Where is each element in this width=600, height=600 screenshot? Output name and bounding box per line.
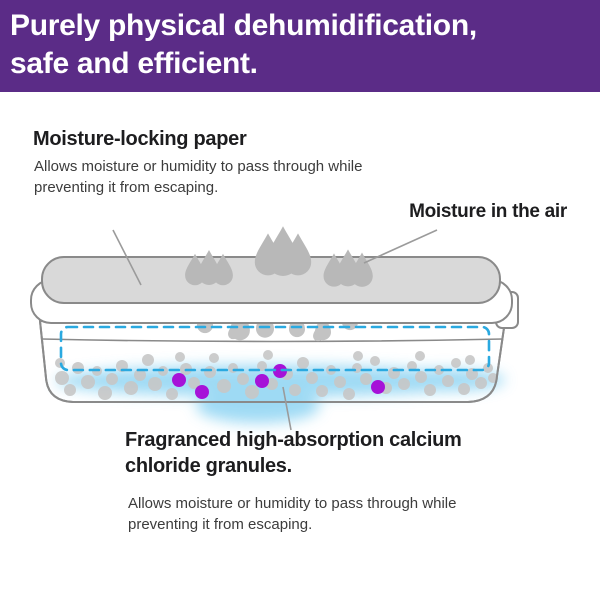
granule [188,377,200,389]
description-line: Allows moisture or humidity to pass thro… [128,495,457,512]
description-line: preventing it from escaping. [34,179,219,196]
granule [442,375,454,387]
granule [98,386,112,400]
granule [289,384,301,396]
pointer-line [363,229,438,264]
description-line: Allows moisture or humidity to pass thro… [34,158,363,175]
banner-title-line1: Purely physical dehumidification, [10,9,477,42]
active-granule [195,385,209,399]
granule [72,362,84,374]
pointer-line [112,229,142,286]
banner: Purely physical dehumidification, safe a… [0,0,600,92]
granule [204,366,216,378]
granule [64,384,76,396]
granule [148,377,162,391]
granule [398,378,410,390]
granule [353,351,363,361]
granule [209,353,219,363]
description-line: preventing it from escaping. [128,516,313,533]
active-granule-layer [172,364,385,399]
granule [415,351,425,361]
granule [475,377,487,389]
granule [458,383,470,395]
water-drop-icon [284,233,312,276]
granule [106,373,118,385]
granules-description: Allows moisture or humidity to pass thro… [128,493,456,535]
granule [237,373,249,385]
active-granule [255,374,269,388]
granule [424,384,436,396]
granule [263,350,273,360]
granule [343,388,355,400]
granule [352,363,362,373]
heading-line: Fragranced high-absorption calcium [125,429,462,451]
granule [415,371,427,383]
water-drop-icon [351,252,373,287]
moisture-locking-paper-heading: Moisture-locking paper [33,128,247,150]
active-granule [371,380,385,394]
lid-droplets [185,226,373,287]
moisture-in-air-heading: Moisture in the air [409,201,567,222]
water-drop-icon [288,311,306,338]
granule [175,352,185,362]
banner-title-line2: safe and efficient. [10,47,258,80]
granule [142,354,154,366]
granule [228,363,238,373]
granule [334,376,346,388]
granule [245,385,259,399]
granule [370,356,380,366]
granule [134,369,146,381]
heading-line: chloride granules. [125,455,292,477]
granule [316,385,328,397]
granule [306,372,318,384]
moisture-locking-paper-description: Allows moisture or humidity to pass thro… [34,156,362,198]
granule [55,371,69,385]
granule [360,373,372,385]
granule [124,381,138,395]
granules-heading: Fragranced high-absorption calcium chlor… [125,427,462,479]
granule [297,357,309,369]
water-drop-icon [213,253,233,286]
pointer-line [282,386,292,431]
pointer-lines [112,229,438,431]
granule [166,388,178,400]
granule [407,361,417,371]
granule [465,355,475,365]
container-lid [30,256,519,329]
active-granule [273,364,287,378]
granule [217,379,231,393]
granule [257,361,267,371]
granule [81,375,95,389]
water-drop-icon [230,308,250,341]
container-rim-seam [41,338,504,343]
active-granule [172,373,186,387]
granule [434,365,444,375]
moisture-lock-dashed-boundary [59,325,491,372]
container-outline [39,320,506,403]
granule [451,358,461,368]
granule [483,363,493,373]
